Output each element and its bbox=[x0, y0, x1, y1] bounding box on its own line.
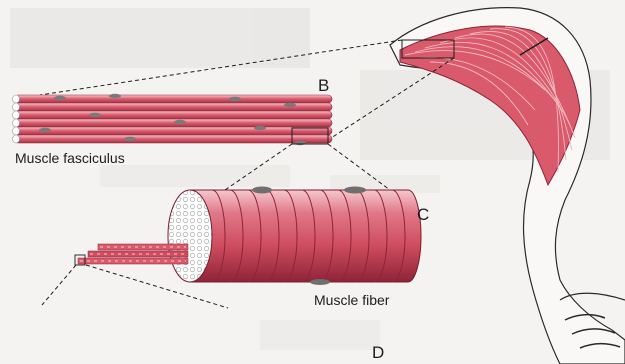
label-muscle-fasciculus: Muscle fasciculus bbox=[15, 150, 125, 166]
muscle-fasciculus-bundle bbox=[13, 94, 333, 145]
dashed-connector-d-left bbox=[42, 265, 76, 305]
muscle-fiber-cylinder bbox=[168, 187, 421, 286]
label-c: C bbox=[417, 205, 429, 225]
label-b: B bbox=[318, 76, 329, 96]
label-d: D bbox=[372, 343, 384, 363]
myofibril-strands bbox=[75, 244, 188, 265]
label-muscle-fiber: Muscle fiber bbox=[314, 292, 389, 308]
